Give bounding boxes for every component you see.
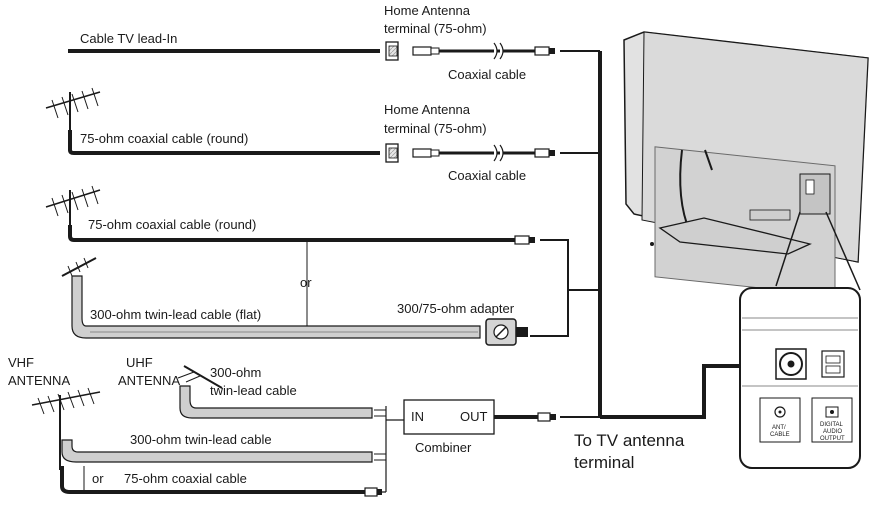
uhf-twin-lead-cable (179, 385, 373, 419)
uhf-loop-antenna-icon (61, 257, 97, 277)
panel-digital-label-a: DIGITAL (820, 422, 844, 428)
or-label-2: or (92, 471, 104, 486)
home-antenna-label-2a: Home Antenna (384, 102, 471, 117)
coaxial-plug-icon (412, 148, 440, 158)
adapter-label: 300/75-ohm adapter (397, 301, 515, 316)
twin-lead-flat-label: 300-ohm twin-lead cable (flat) (90, 307, 261, 322)
vhf-uhf-antenna-icon (45, 87, 101, 150)
vhf-label-b: ANTENNA (8, 373, 70, 388)
digital-audio-symbol-icon (825, 406, 839, 418)
cable-tv-row: Cable TV lead-In Home Antenna terminal (… (68, 3, 555, 82)
coax-round-label-2: 75-ohm coaxial cable (round) (88, 217, 256, 232)
combiner-in-label: IN (411, 409, 424, 424)
coaxial-plug-icon (537, 412, 556, 422)
coaxial-cable-label-1: Coaxial cable (448, 67, 526, 82)
home-antenna-terminal-icon (385, 41, 399, 61)
coaxial-plug-icon (364, 487, 382, 497)
coax-round-label-1: 75-ohm coaxial cable (round) (80, 131, 248, 146)
coax-round-cable-line-2 (68, 225, 515, 242)
uhf-twin-lead-label-a: 300-ohm (210, 365, 261, 380)
twin-lead-terminals (374, 409, 386, 461)
uhf-label-a: UHF (126, 355, 153, 370)
cable-tv-label: Cable TV lead-In (80, 31, 177, 46)
vhf-twin-lead-label: 300-ohm twin-lead cable (130, 432, 272, 447)
panel-ant-label-b: CABLE (770, 432, 790, 438)
panel-digital-label-b: AUDIO (823, 429, 842, 435)
vhf-label-a: VHF (8, 355, 34, 370)
or-label-1: or (300, 275, 312, 290)
vhf-twin-lead-cable (61, 439, 373, 463)
tv-rear-view (623, 31, 869, 297)
uhf-twin-lead-label-b: twin-lead cable (210, 383, 297, 398)
coaxial-plug-icon (412, 46, 440, 56)
terminal-panel: ANT/ CABLE DIGITAL AUDIO OUTPUT (739, 287, 861, 469)
optical-port-icon (821, 350, 845, 378)
panel-callout-line (775, 211, 801, 287)
coaxial-plug-icon (514, 235, 535, 245)
connection-bus (530, 50, 768, 419)
to-tv-label-b: terminal (574, 453, 634, 472)
combiner-label: Combiner (415, 440, 472, 455)
cable-break-icon (493, 42, 504, 60)
coax-round-cable-line-1 (68, 130, 380, 155)
panel-callout-line (825, 211, 861, 291)
to-tv-label-a: To TV antenna (574, 431, 685, 450)
vhf-antenna-icon (31, 387, 101, 470)
home-antenna-terminal-icon (385, 143, 399, 163)
panel-ant-label-a: ANT/ (772, 425, 786, 431)
vhf-coax-cable (60, 466, 365, 494)
antenna-home-terminal-row: 75-ohm coaxial cable (round) Home Antenn… (45, 87, 555, 183)
adapter-300-75-icon (485, 318, 528, 346)
ant-cable-jack-icon (775, 348, 807, 380)
uhf-label-b: ANTENNA (118, 373, 180, 388)
home-antenna-label-1b: terminal (75-ohm) (384, 21, 487, 36)
panel-digital-label-c: OUTPUT (820, 436, 845, 442)
coaxial-plug-icon (534, 46, 555, 56)
home-antenna-label-2b: terminal (75-ohm) (384, 121, 487, 136)
coaxial-plug-icon (534, 148, 555, 158)
cable-break-icon (493, 144, 504, 162)
combiner-out-label: OUT (460, 409, 488, 424)
home-antenna-label-1a: Home Antenna (384, 3, 471, 18)
coaxial-cable-label-2: Coaxial cable (448, 168, 526, 183)
combiner-row: VHF ANTENNA UHF ANTENNA 300-ohm twin-lea… (8, 355, 556, 497)
combiner-input-bracket (382, 406, 404, 493)
antenna-adapter-row: 75-ohm coaxial cable (round) or 300-ohm … (45, 185, 535, 346)
vhf-coax-label: 75-ohm coaxial cable (124, 471, 247, 486)
